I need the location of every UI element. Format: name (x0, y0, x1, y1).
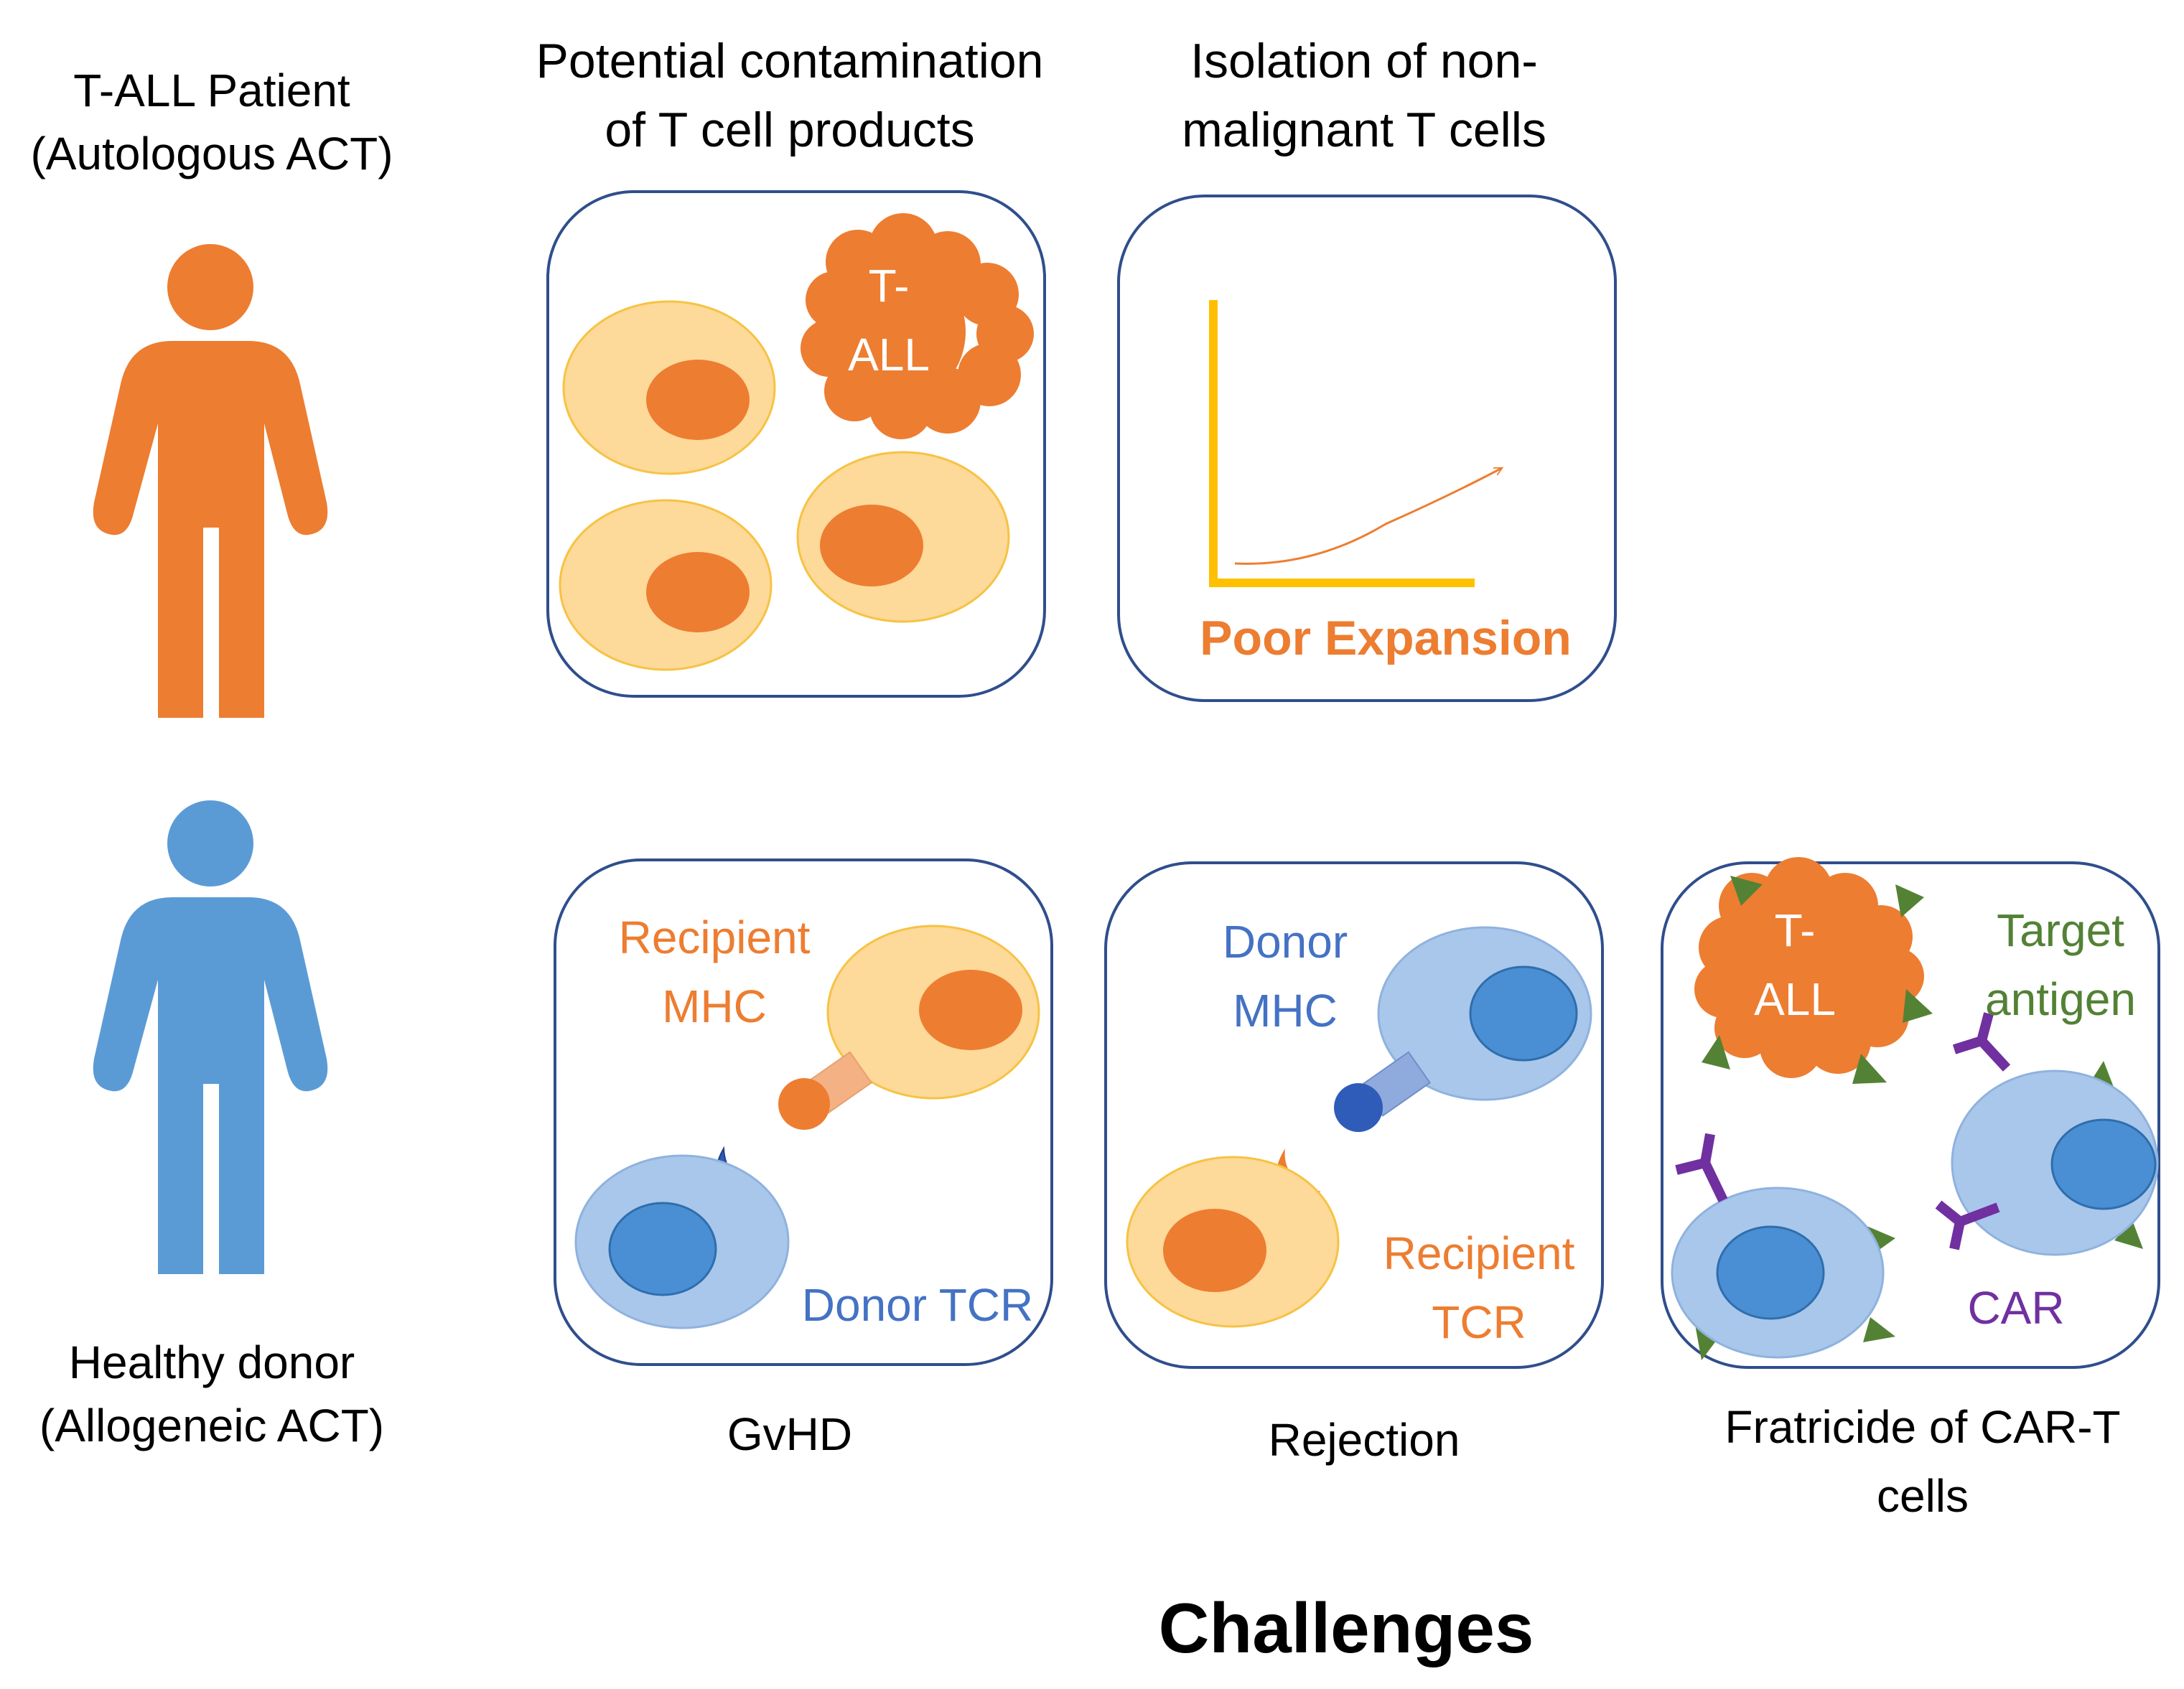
t-all-label: T- ALL (1754, 904, 1836, 1025)
donor-label-line1: Healthy donor (69, 1337, 355, 1388)
recipient-tcr-label: Recipient TCR (1383, 1227, 1575, 1348)
chart-axes (1209, 300, 1475, 587)
donor-person-icon (93, 800, 328, 1274)
challenges-title: Challenges (1159, 1589, 1534, 1667)
t-all-label-line1: T- (869, 260, 910, 312)
donor-label: Healthy donor (Allogeneic ACT) (39, 1337, 384, 1451)
patient-label-line1: T-ALL Patient (73, 65, 350, 116)
car-receptor (1952, 1012, 2011, 1072)
panel-fratricide: T- ALL Target anti (1661, 857, 2160, 1369)
header-isolation: Isolation of non- malignant T cells (1182, 34, 1546, 157)
t-all-tumor-cell (801, 213, 1034, 439)
donor-t-cell (574, 1154, 790, 1329)
t-all-label: T- ALL (848, 260, 930, 380)
t-all-label-line1: T- (1775, 904, 1816, 956)
fratricide-caption-line1: Fratricide of CAR-T (1725, 1401, 2120, 1453)
donor-mhc (1334, 1051, 1432, 1132)
patient-label-line2: (Autologous ACT) (30, 128, 393, 179)
car-t-cell (1671, 1187, 1885, 1359)
header-contamination: Potential contamination of T cell produc… (536, 34, 1044, 157)
donor-mhc-label-line1: Donor (1223, 916, 1348, 968)
car-receptor (1935, 1200, 2000, 1250)
panel-gvhd: Recipient MHC Donor TCR (554, 858, 1053, 1366)
car-t-cell (1951, 1070, 2159, 1256)
donor-mhc-label-line2: MHC (1233, 985, 1338, 1037)
donor-tcr-label: Donor TCR (802, 1279, 1033, 1331)
recipient-t-cell (1126, 1156, 1340, 1328)
header-isolation-line2: malignant T cells (1182, 103, 1546, 157)
target-antigen-label-line2: antigen (1985, 973, 2136, 1025)
recipient-tcr-label-line1: Recipient (1383, 1227, 1575, 1279)
fratricide-caption: Fratricide of CAR-T cells (1725, 1401, 2120, 1522)
donor-label-line2: (Allogeneic ACT) (39, 1400, 384, 1451)
recipient-mhc-label: Recipient MHC (619, 912, 811, 1032)
recipient-tcr-label-line2: TCR (1432, 1296, 1526, 1348)
t-all-label-line2: ALL (848, 329, 930, 380)
rejection-caption: Rejection (1269, 1414, 1460, 1466)
donor-mhc-label: Donor MHC (1223, 916, 1348, 1037)
t-all-tumor-cell (1694, 857, 1924, 1078)
poor-expansion-caption: Poor Expansion (1200, 611, 1572, 665)
fratricide-caption-line2: cells (1877, 1470, 1969, 1522)
panel-rejection: Donor MHC Recipient TCR (1104, 861, 1604, 1369)
panel-isolation: Poor Expansion (1117, 195, 1617, 702)
recipient-mhc-label-line2: MHC (662, 981, 767, 1032)
header-contamination-line2: of T cell products (605, 103, 974, 157)
patient-label: T-ALL Patient (Autologous ACT) (30, 65, 393, 179)
car-label: CAR (1967, 1282, 2064, 1334)
t-cell (562, 300, 776, 475)
target-antigen-label: Target antigen (1985, 904, 2136, 1025)
donor-cell (1377, 926, 1592, 1101)
header-contamination-line1: Potential contamination (536, 34, 1044, 88)
patient-person-icon (93, 244, 328, 718)
t-cell (559, 499, 773, 671)
panel-contamination: T- ALL (546, 190, 1046, 698)
expansion-trend-arrow (1234, 467, 1502, 565)
panel-isolation-frame (1117, 195, 1617, 702)
car-receptor (1675, 1133, 1728, 1203)
recipient-mhc (778, 1051, 873, 1130)
recipient-cell (826, 925, 1040, 1100)
t-cell (796, 451, 1010, 623)
gvhd-caption: GvHD (727, 1408, 852, 1460)
t-all-label-line2: ALL (1754, 973, 1836, 1025)
recipient-mhc-label-line1: Recipient (619, 912, 811, 963)
target-antigen-label-line1: Target (1997, 904, 2124, 956)
header-isolation-line1: Isolation of non- (1190, 34, 1538, 88)
